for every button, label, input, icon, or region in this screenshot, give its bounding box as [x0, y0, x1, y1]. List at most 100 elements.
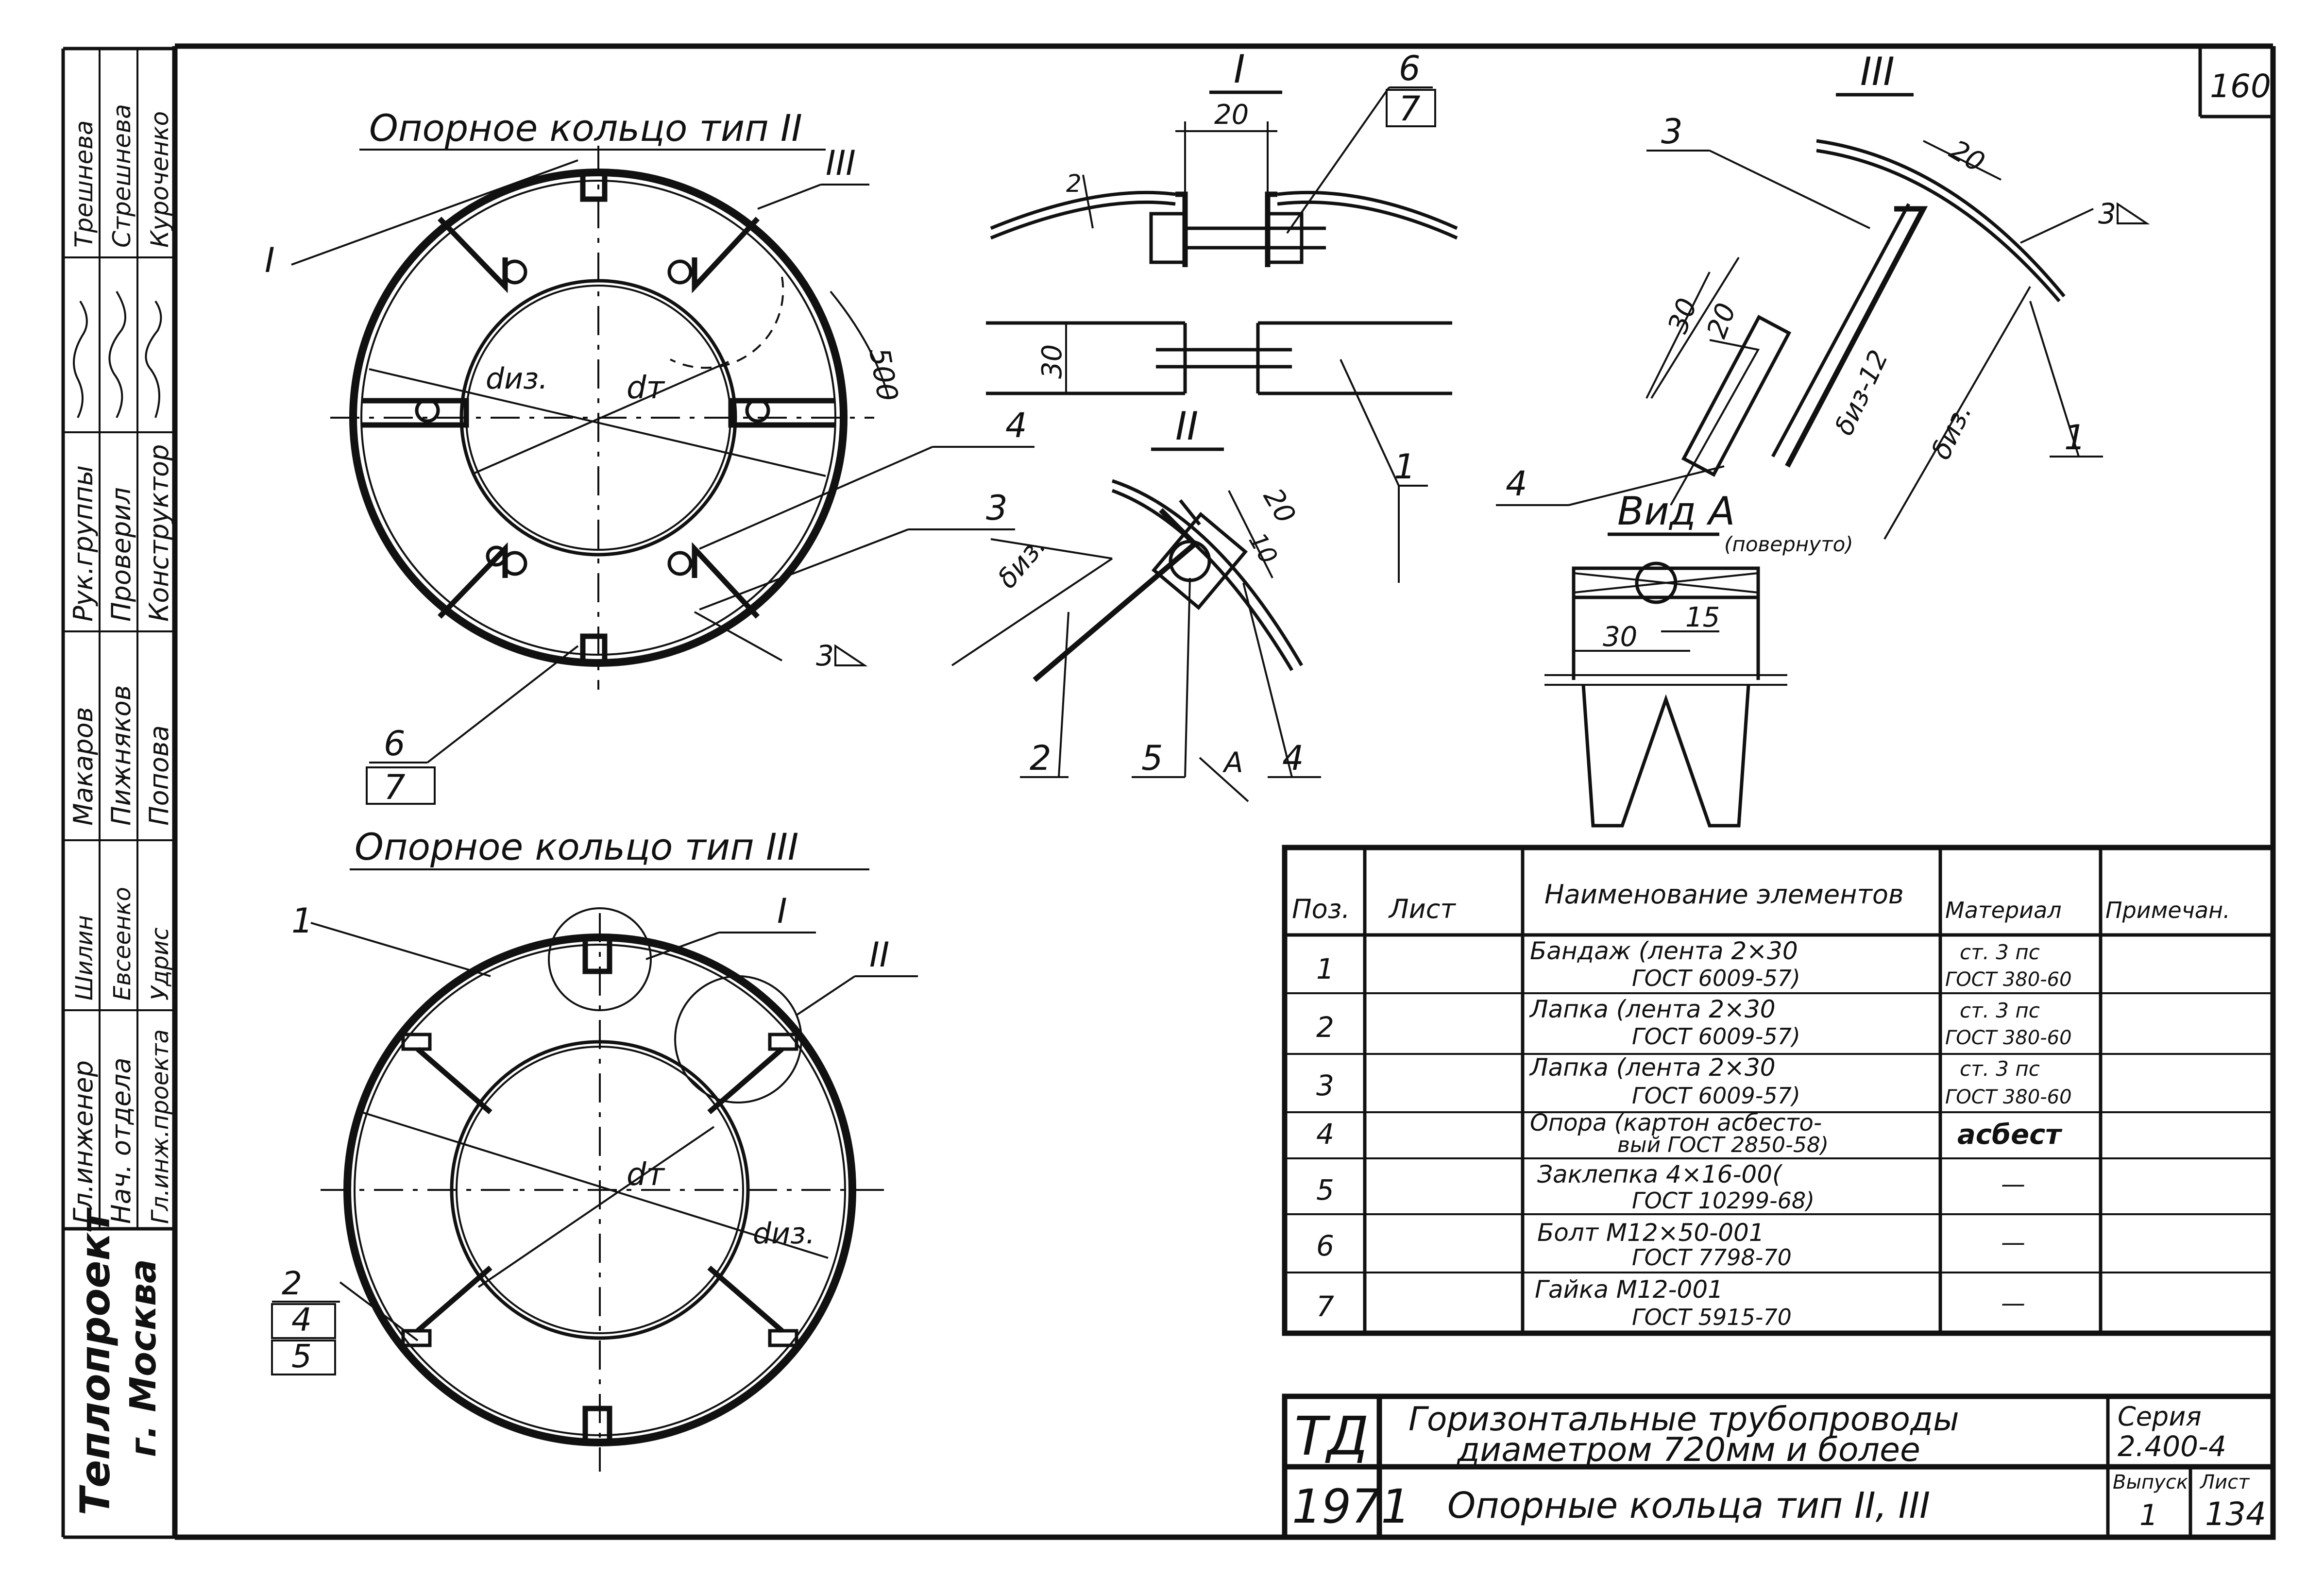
detail1-callout-6: 6: [1399, 49, 1421, 88]
spec-header-material: Материал: [1945, 897, 2062, 923]
ring3-callout-5: 5: [291, 1338, 312, 1375]
detail3-delta-iz12: δиз-12: [1829, 345, 1894, 440]
spec-header-note: Примечан.: [2105, 897, 2230, 923]
detail1-callout-7: 7: [1399, 89, 1421, 129]
title-series-value: 2.400-4: [2118, 1430, 2226, 1463]
ring3-d-iz: dиз.: [753, 1217, 815, 1251]
detail2-callout-2: 2: [1030, 738, 1052, 778]
ring2-callout-I: I: [265, 240, 275, 280]
spec-row2-pos: 2: [1316, 1011, 1334, 1044]
title-issue-label: Выпуск: [2113, 1471, 2188, 1493]
detail-3-view: III 30 20 20 δиз-12 δиз. 3 3: [1496, 49, 2150, 540]
spec-header-pos: Поз.: [1292, 894, 1350, 924]
detail3-callout-3: 3: [1661, 112, 1683, 152]
detail3-callout-4: 4: [1506, 464, 1527, 504]
stamp-name-5: Пижняков: [106, 685, 136, 826]
spec-row5-name2: ГОСТ 10299-68): [1632, 1188, 1815, 1214]
stamp-org: Теплопроект: [71, 1207, 119, 1515]
detail2-callout-4: 4: [1282, 738, 1304, 778]
spec-row7-name1: Гайка М12-001: [1535, 1275, 1723, 1304]
spec-row5-pos: 5: [1316, 1173, 1334, 1206]
ring2-callout-4: 4: [1005, 406, 1027, 445]
detail3-callout-1: 1: [2064, 418, 2086, 458]
viewA-dim-15: 15: [1685, 602, 1720, 633]
ring3-spokes: [401, 940, 798, 1440]
stamp-name-7: Трешнева: [70, 120, 98, 248]
title-block: ТД 1971 Горизонтальные трубопроводы диам…: [1282, 1393, 2276, 1540]
ring2-title: Опорное кольцо тип II: [369, 106, 802, 150]
stamp-role-6: Конструктор: [144, 444, 174, 622]
ring2-callout-III: III: [826, 143, 856, 183]
detail-1-view: I 20 2 6 7 30: [986, 47, 1458, 583]
ring2-weld-mark: 3: [816, 639, 834, 672]
ring-type-3-view: Опорное кольцо тип III dт dиз. 1: [271, 825, 918, 1472]
spec-row7-name2: ГОСТ 5915-70: [1632, 1304, 1792, 1330]
view-a: Вид А (повернуто) 30 15: [1544, 489, 1853, 828]
detail1-title: I: [1234, 47, 1245, 92]
title-sheet-label: Лист: [2199, 1471, 2250, 1493]
ring2-callout-3: 3: [986, 488, 1008, 528]
stamp-role-2: Нач. отдела: [106, 1057, 136, 1224]
spec-row4-name1: Опора (картон асбесто-: [1530, 1109, 1822, 1137]
ring2-callout-6: 6: [384, 724, 406, 764]
stamp-role-5: Проверил: [106, 487, 136, 622]
spec-row4-mat1: асбест: [1957, 1119, 2063, 1151]
detail3-title: III: [1860, 49, 1895, 94]
detail2-dim-10: 10: [1243, 528, 1283, 569]
spec-row3-name2: ГОСТ 6009-57): [1632, 1083, 1800, 1109]
ring3-callout-2: 2: [282, 1265, 302, 1302]
spec-row1-name1: Бандаж (лента 2×30: [1530, 937, 1798, 965]
ring2-lugs: [362, 175, 835, 661]
ring3-callout-1: 1: [291, 901, 313, 941]
ring2-d-t: dт: [627, 370, 665, 406]
detail2-callout-5: 5: [1141, 738, 1163, 778]
title-code: ТД: [1294, 1405, 1369, 1467]
detail3-delta-iz: δиз.: [1925, 399, 1978, 464]
ring3-d-t: dт: [627, 1157, 665, 1193]
spec-row1-mat2: ГОСТ 380-60: [1945, 968, 2072, 991]
spec-row6-name1: Болт М12×50-001: [1537, 1219, 1764, 1247]
spec-row2-mat2: ГОСТ 380-60: [1945, 1027, 2072, 1049]
ring2-callout-7: 7: [384, 767, 406, 807]
detail3-weld: 3: [2098, 197, 2116, 230]
title-sheet-value: 134: [2205, 1495, 2266, 1533]
title-line1: Горизонтальные трубопроводы: [1408, 1400, 1959, 1439]
viewA-dim-30: 30: [1603, 621, 1637, 653]
spec-row3-mat2: ГОСТ 380-60: [1945, 1086, 2072, 1108]
stamp-role-1: Гл.инженер: [68, 1060, 99, 1224]
spec-row1-mat1: ст. 3 пс: [1960, 940, 2040, 964]
ring2-dim-500: 500: [863, 345, 904, 404]
spec-row7-pos: 7: [1316, 1290, 1334, 1323]
spec-header-name: Наименование элементов: [1544, 879, 1904, 910]
spec-row4-pos: 4: [1316, 1118, 1334, 1151]
viewA-title: Вид А: [1617, 489, 1735, 534]
title-line2: диаметром 720мм и более: [1457, 1431, 1920, 1469]
spec-row5-name1: Заклепка 4×16-00(: [1537, 1160, 1783, 1188]
spec-header-sheet: Лист: [1388, 894, 1456, 924]
spec-row1-name2: ГОСТ 6009-57): [1632, 965, 1800, 991]
detail1-dim-2: 2: [1066, 170, 1082, 198]
spec-row4-name2: вый ГОСТ 2850-58): [1617, 1133, 1829, 1157]
spec-row1-pos: 1: [1316, 952, 1334, 985]
title-subtitle: Опорные кольца тип II, III: [1447, 1485, 1930, 1527]
side-stamp: Гл.инженер Нач. отдела Гл.инж.проекта Ши…: [61, 47, 175, 1539]
detail1-dim-30: 30: [1036, 344, 1068, 379]
spec-row2-mat1: ст. 3 пс: [1960, 999, 2040, 1022]
detail2-title: II: [1175, 404, 1198, 449]
title-issue-value: 1: [2139, 1498, 2158, 1532]
stamp-name-8: Стрешнева: [108, 104, 136, 248]
ring2-d-iz: dиз.: [486, 362, 548, 396]
stamp-city: г. Москва: [122, 1259, 164, 1457]
detail2-dim-20: 20: [1257, 483, 1302, 529]
ring3-title: Опорное кольцо тип III: [355, 825, 798, 868]
detail3-dim-20a: 20: [1701, 299, 1742, 342]
ring3-callout-II: II: [869, 935, 889, 975]
spec-row6-pos: 6: [1316, 1229, 1334, 1262]
title-year: 1971: [1292, 1479, 1410, 1534]
stamp-name-6: Попова: [144, 725, 174, 826]
stamp-sign-2: Евсеенко: [109, 887, 136, 1001]
stamp-sign-1: Шилин: [71, 915, 98, 1001]
spec-row3-mat1: ст. 3 пс: [1960, 1057, 2040, 1081]
sheet-number: 160: [2210, 68, 2271, 105]
